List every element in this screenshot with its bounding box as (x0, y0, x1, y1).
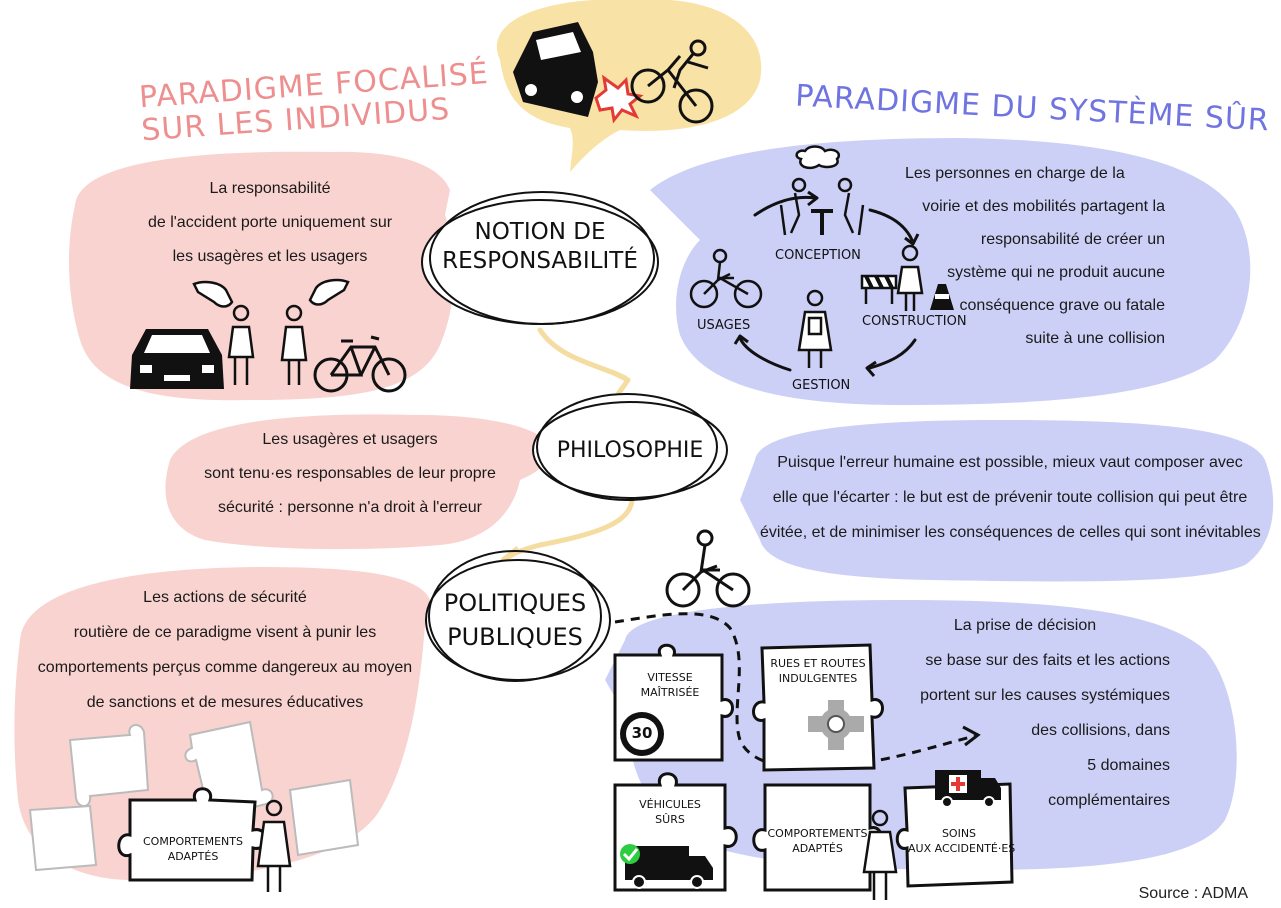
piece-line: SOINS (941, 827, 977, 840)
label-philosophie: PHILOSOPHIE (556, 438, 704, 463)
person-icon (280, 304, 308, 385)
text-line: système qui ne produit aucune (947, 264, 1165, 281)
cyclist-icon (689, 248, 763, 309)
cyclist-icon (665, 529, 751, 608)
text-line: conséquence grave ou fatale (959, 297, 1165, 314)
label-line: NOTION DE (474, 219, 606, 245)
piece-line: COMPORTEMENTS (767, 827, 868, 840)
circle-philosophie (532, 401, 728, 499)
barrier-icon (860, 274, 898, 304)
text-line: portent sur les causes systémiques (920, 687, 1170, 704)
pointing-hand-icon (192, 280, 234, 308)
piece-line: SÛRS (655, 813, 685, 826)
person-icon (227, 304, 255, 385)
text-line: La prise de décision (953, 617, 1097, 634)
label-line: RESPONSABILITÉ (442, 247, 638, 274)
puzzle-piece-soins (895, 782, 1014, 888)
left-text-philosophie: Les usagères et usagers sont tenu·es res… (180, 423, 520, 525)
text-line: des collisions, dans (1031, 722, 1170, 739)
text-line: comportements perçus comme dangereux au … (37, 659, 413, 676)
pointing-hand-icon (308, 278, 350, 306)
worker-icon (256, 799, 292, 892)
text-line: Les personnes en charge de la (905, 165, 1125, 182)
cycle-label-construction: CONSTRUCTION (862, 314, 967, 329)
text-line: de l'accident porte uniquement sur (147, 214, 393, 231)
cycle-label-conception: CONCEPTION (775, 248, 861, 263)
ambulance-icon (935, 770, 1001, 808)
label-notion-responsabilite: NOTION DE RESPONSABILITÉ (440, 218, 640, 276)
puzzle-label-comportements-right: COMPORTEMENTS ADAPTÉS (765, 826, 870, 856)
roundabout-icon (808, 700, 864, 750)
traffic-cone-icon (930, 284, 954, 310)
check-icon (620, 844, 640, 864)
text-line: voirie et des mobilités partagent la (922, 198, 1165, 215)
label-line: POLITIQUES (443, 589, 587, 617)
car-icon (513, 22, 598, 117)
puzzle-label-vehicules: VÉHICULES SÛRS (620, 797, 720, 827)
worker-icon (862, 809, 898, 900)
puzzle-label-rues: RUES ET ROUTES INDULGENTES (765, 656, 871, 686)
text-line: elle que l'écarter : le but est de préve… (772, 489, 1248, 506)
bicycle-icon (313, 335, 407, 393)
text-line: sont tenu·es responsables de leur propre (204, 465, 496, 482)
worker-icon (896, 244, 924, 311)
right-text-politiques: La prise de décision se base sur des fai… (880, 608, 1170, 818)
left-bubble-philosophie (165, 414, 549, 550)
right-text-philosophie: Puisque l'erreur humaine est possible, m… (760, 445, 1261, 550)
label-politiques-publiques: POLITIQUES PUBLIQUES (430, 586, 600, 654)
right-text-responsabilite: Les personnes en charge de la voirie et … (905, 157, 1165, 355)
source-credit: Source : ADMA (1138, 885, 1248, 902)
puzzle-pieces-left (28, 720, 360, 872)
right-bubble-philosophie (740, 420, 1274, 582)
label-line: PUBLIQUES (447, 623, 583, 651)
crash-icon (594, 74, 644, 124)
text-line: sécurité : personne n'a droit à l'erreur (217, 499, 483, 516)
puzzle-piece-rues (752, 643, 884, 772)
cycle-label-usages: USAGES (697, 318, 751, 333)
truck-icon (625, 846, 713, 889)
text-line: 5 domaines (1087, 757, 1170, 774)
piece-line: VÉHICULES (639, 798, 701, 811)
piece-line: VITESSE (647, 671, 693, 684)
text-line: évitée, et de minimiser les conséquences… (760, 524, 1261, 541)
puzzle-label-vitesse: VITESSE MAÎTRISÉE (620, 670, 720, 700)
text-line: Puisque l'erreur humaine est possible, m… (777, 454, 1243, 471)
piece-line: MAÎTRISÉE (640, 686, 700, 699)
dashed-path-arrow (614, 612, 976, 769)
text-line: Les actions de sécurité (143, 589, 307, 606)
text-line: les usagères et les usagers (172, 248, 368, 265)
piece-line: RUES ET ROUTES (770, 657, 866, 670)
left-text-politiques: Les actions de sécurité routière de ce p… (25, 580, 425, 720)
worker-icon (797, 289, 833, 368)
piece-line: ADAPTÉS (167, 850, 219, 863)
speed-sign-icon (620, 712, 664, 756)
puzzle-piece-comportements-right (752, 783, 883, 892)
text-line: Les usagères et usagers (262, 431, 438, 448)
speed-sign-label: 30 (631, 724, 653, 742)
text-line: suite à une collision (1025, 330, 1165, 347)
text-line: de sanctions et de mesures éducatives (86, 694, 364, 711)
car-icon (130, 329, 224, 389)
text-line: se base sur des faits et les actions (925, 652, 1170, 669)
cycle-label-gestion: GESTION (792, 378, 851, 393)
puzzle-label-comportements-left: COMPORTEMENTS ADAPTÉS (138, 834, 248, 864)
piece-line: COMPORTEMENTS (142, 835, 243, 848)
text-line: responsabilité de créer un (980, 231, 1165, 248)
text-line: routière de ce paradigme visent à punir … (73, 624, 377, 641)
text-line: La responsabilité (209, 180, 331, 197)
left-text-responsabilite: La responsabilité de l'accident porte un… (120, 172, 420, 274)
puzzle-label-soins: SOINS AUX ACCIDENTÉ·ES (908, 826, 1016, 856)
text-line: complémentaires (1048, 792, 1170, 809)
piece-line: AUX ACCIDENTÉ·ES (908, 842, 1016, 855)
cyclist-icon (630, 39, 714, 124)
meeting-icon (779, 145, 865, 236)
piece-line: ADAPTÉS (792, 842, 843, 855)
piece-line: INDULGENTES (778, 672, 858, 685)
